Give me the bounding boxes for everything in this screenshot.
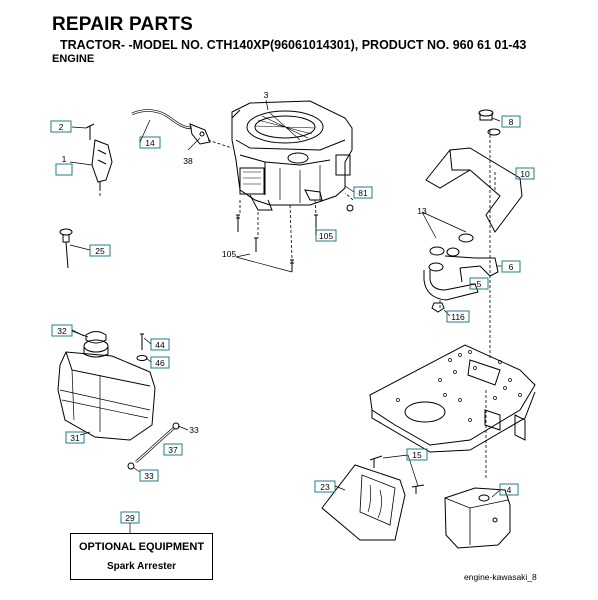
- svg-text:2: 2: [59, 122, 64, 132]
- throttle-cable: [131, 109, 211, 151]
- callout-81: 81: [353, 186, 373, 199]
- optional-equipment-heading: OPTIONAL EQUIPMENT: [78, 541, 205, 553]
- heat-shield-23: [321, 454, 425, 541]
- fuel-tank-drawing: [57, 330, 156, 441]
- svg-text:116: 116: [451, 312, 465, 322]
- svg-text:32: 32: [57, 326, 67, 336]
- svg-text:6: 6: [509, 262, 514, 272]
- svg-text:38: 38: [183, 156, 193, 166]
- callout-33-top: 33: [189, 425, 199, 435]
- svg-text:23: 23: [320, 482, 330, 492]
- callout-leaders: [71, 99, 355, 533]
- callout-6: 6: [501, 260, 521, 273]
- choke-control: [69, 123, 113, 190]
- optional-equipment-box: OPTIONAL EQUIPMENT Spark Arrester: [70, 533, 213, 580]
- callout-14: 14: [139, 136, 161, 149]
- callout-3: 3: [264, 90, 269, 100]
- engine-drawing: [231, 100, 353, 211]
- callout-8: 8: [501, 115, 521, 128]
- model-subtitle: TRACTOR- -MODEL NO. CTH140XP(96061014301…: [60, 38, 527, 52]
- callout-31: 31: [65, 431, 85, 444]
- chassis-frame: [369, 344, 536, 453]
- callout-1: 1: [55, 154, 73, 176]
- muffler-4: [444, 487, 511, 549]
- svg-text:25: 25: [95, 246, 105, 256]
- svg-text:37: 37: [168, 445, 178, 455]
- svg-text:1: 1: [62, 154, 67, 164]
- svg-text:3: 3: [264, 90, 269, 100]
- callout-2: 2: [50, 120, 72, 133]
- svg-text:44: 44: [155, 340, 165, 350]
- callout-15: 15: [406, 448, 428, 461]
- callout-38: 38: [183, 156, 193, 166]
- svg-text:105: 105: [222, 249, 236, 259]
- callout-116: 116: [446, 310, 470, 323]
- diagram-reference: engine-kawasaki_8: [464, 572, 537, 582]
- svg-text:105: 105: [319, 231, 333, 241]
- callout-32: 32: [51, 324, 73, 337]
- svg-text:4: 4: [507, 485, 512, 495]
- callout-25: 25: [89, 244, 111, 257]
- svg-text:13: 13: [417, 206, 427, 216]
- svg-text:81: 81: [358, 188, 368, 198]
- callout-23: 23: [314, 480, 336, 493]
- callout-44: 44: [150, 338, 170, 351]
- bolt-8: [478, 109, 501, 136]
- callout-13: 13: [417, 206, 427, 216]
- callout-29: 29: [120, 511, 140, 524]
- svg-text:15: 15: [412, 450, 422, 460]
- svg-text:46: 46: [155, 358, 165, 368]
- svg-text:5: 5: [477, 279, 482, 289]
- callout-37: 37: [163, 443, 183, 456]
- callout-10: 10: [515, 167, 535, 180]
- callout-105: 105: [222, 249, 236, 259]
- svg-text:14: 14: [145, 138, 155, 148]
- air-deflector-10: [425, 147, 523, 233]
- svg-text:8: 8: [509, 117, 514, 127]
- svg-text:31: 31: [70, 433, 80, 443]
- callout-105-box: 105: [315, 229, 337, 242]
- fuel-line: [127, 333, 189, 473]
- spark-arrester-label: Spark Arrester: [106, 561, 177, 572]
- dashed-leaders: [99, 130, 496, 480]
- callout-33-box: 33: [139, 469, 159, 482]
- svg-text:29: 29: [125, 513, 135, 523]
- engine-bolts: [236, 204, 354, 272]
- callout-46: 46: [150, 356, 170, 369]
- svg-text:10: 10: [520, 169, 530, 179]
- callout-labels: 2 1 14 38 3 81 105 105 25 8 10 13 6 5 11…: [50, 90, 535, 524]
- svg-text:33: 33: [144, 471, 154, 481]
- section-heading: ENGINE: [52, 53, 95, 65]
- page-title: REPAIR PARTS: [52, 14, 194, 35]
- dipstick: [59, 228, 91, 269]
- callout-5: 5: [469, 277, 489, 290]
- svg-text:33: 33: [189, 425, 199, 435]
- callout-4: 4: [499, 483, 519, 496]
